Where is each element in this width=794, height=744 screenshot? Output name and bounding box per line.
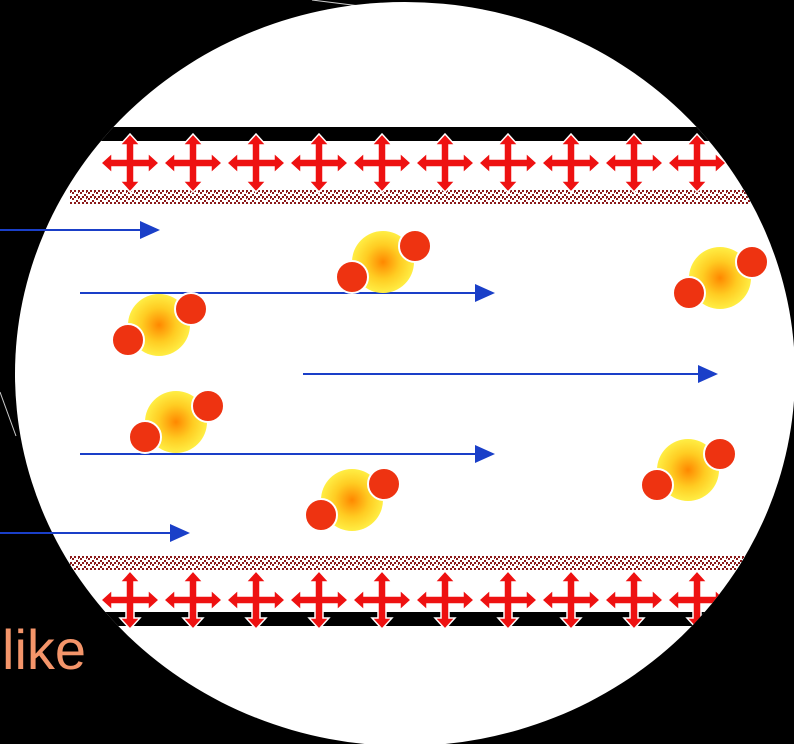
particles — [111, 229, 769, 532]
flow-arrow — [0, 221, 160, 239]
pointer-line-left — [0, 391, 17, 437]
flow-arrow — [0, 524, 190, 542]
top-dotted-band — [70, 190, 750, 204]
molecule-icon — [672, 245, 769, 310]
caption-text: like — [2, 618, 87, 681]
molecule-icon — [640, 437, 737, 502]
flow-arrow — [80, 445, 495, 463]
top-membrane — [70, 127, 750, 141]
flow-arrow — [303, 365, 718, 383]
cross-arrow-icon — [730, 570, 790, 630]
flow-arrow — [80, 284, 495, 302]
bottom-dotted-band — [70, 556, 750, 570]
molecule-icon — [335, 229, 432, 294]
flow-arrows — [0, 221, 718, 542]
molecule-icon — [111, 292, 208, 357]
bottom-membrane — [70, 612, 750, 626]
molecule-icon — [128, 389, 225, 454]
molecule-icon — [304, 467, 401, 532]
